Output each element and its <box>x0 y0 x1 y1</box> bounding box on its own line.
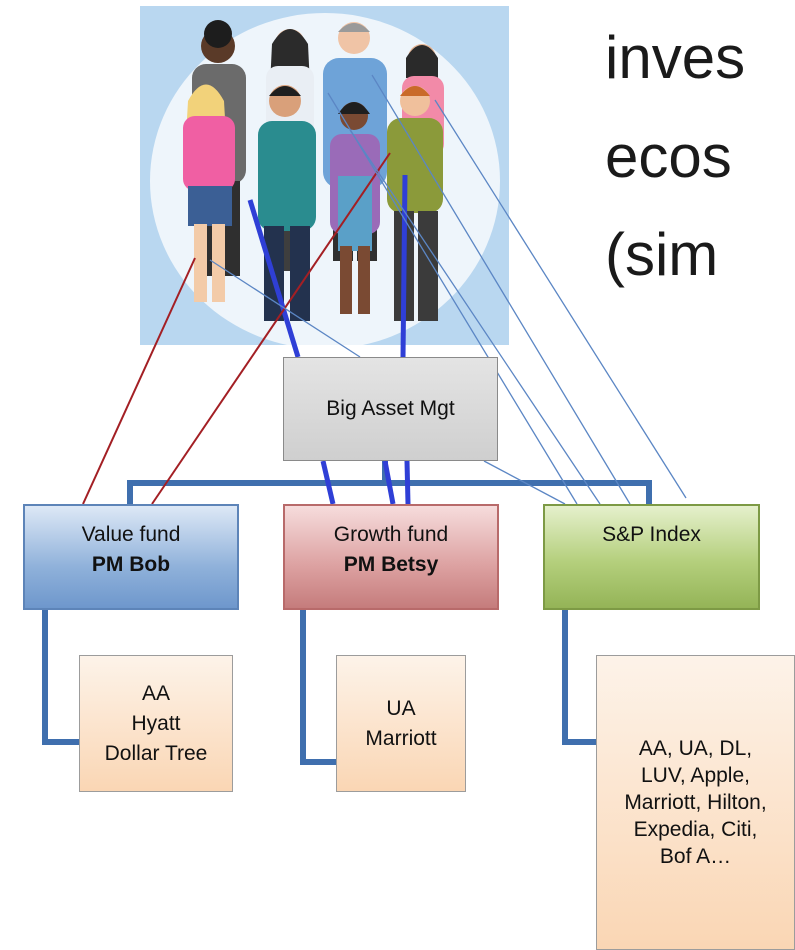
value-fund-holdings-text: AA Hyatt Dollar Tree <box>104 681 208 765</box>
value-fund-pm: PM Bob <box>91 553 171 576</box>
sp-index-label: S&P Index <box>602 523 701 546</box>
growth-fund-holdings: UA Marriott <box>336 655 466 792</box>
growth-fund-label: Growth fund <box>333 523 449 546</box>
sp-index-holdings-text: AA, UA, DL, LUV, Apple, Marriott, Hilton… <box>624 737 767 868</box>
title-line-2: ecos <box>605 123 732 190</box>
value-fund-label: Value fund <box>81 523 181 546</box>
value-fund-node: Value fund PM Bob <box>23 504 239 610</box>
group-of-people-illustration <box>140 6 509 345</box>
sp-index-node: S&P Index <box>543 504 760 610</box>
value-fund-holdings: AA Hyatt Dollar Tree <box>79 655 233 792</box>
sp-index-holdings: AA, UA, DL, LUV, Apple, Marriott, Hilton… <box>596 655 795 950</box>
title-line-1: inves <box>605 24 746 91</box>
growth-fund-node: Growth fund PM Betsy <box>283 504 499 610</box>
big-asset-mgt-label: Big Asset Mgt <box>326 397 455 420</box>
growth-fund-holdings-text: UA Marriott <box>365 696 437 750</box>
growth-fund-pm: PM Betsy <box>343 553 439 576</box>
big-asset-mgt-node: Big Asset Mgt <box>283 357 498 461</box>
title-line-3: (sim <box>605 221 719 288</box>
